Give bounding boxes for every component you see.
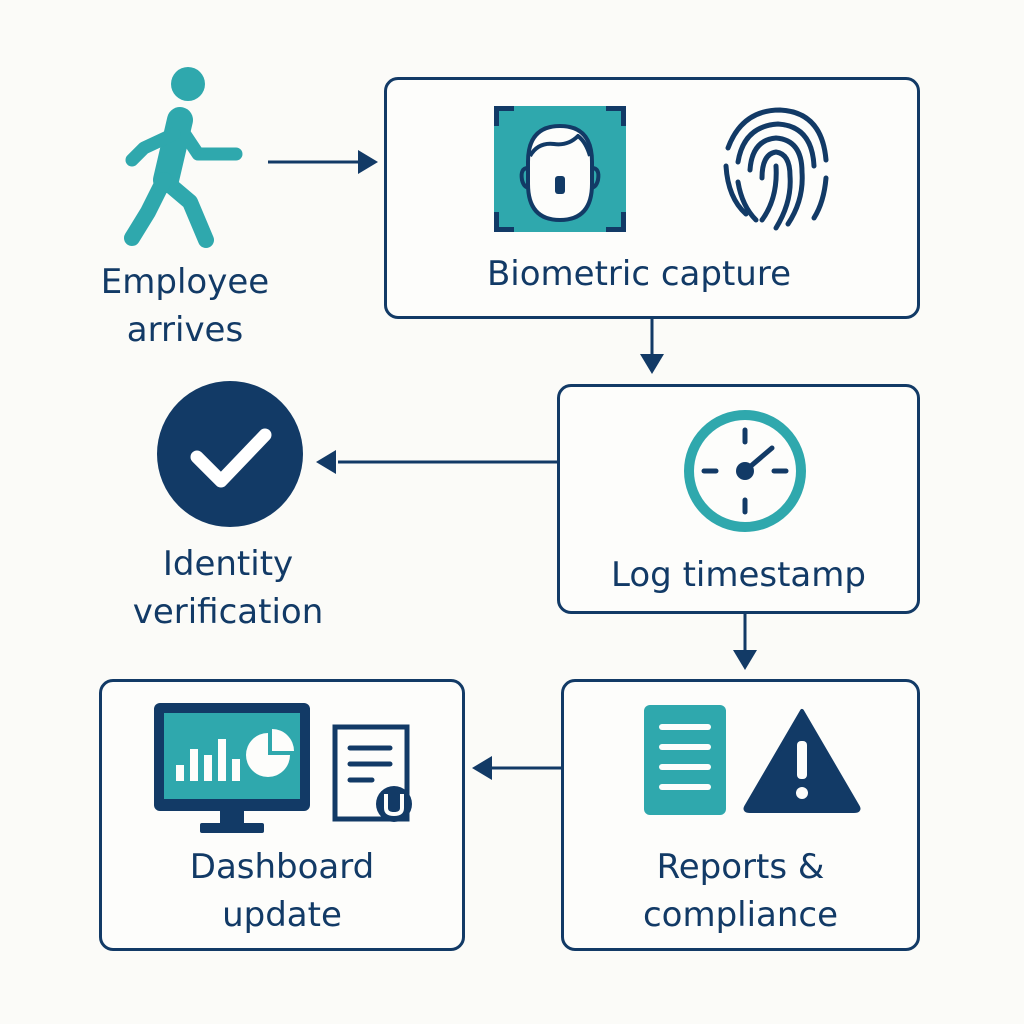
monitor-chart-icon [154,703,310,833]
identity-verification-label: Identity verification [132,544,324,632]
clock-icon [684,410,806,532]
warning-triangle-icon [743,709,861,813]
employee-arrives-label: Employee arrives [100,262,270,350]
arrowhead-timestamp [640,354,664,374]
document-icon [644,705,726,815]
arrowhead-verify [316,450,336,474]
biometric-capture-label: Biometric capture [486,254,791,294]
biometric-capture-box [384,77,920,319]
fingerprint-icon [723,107,829,231]
arrowhead-reports [733,650,757,670]
arrowhead-capture [358,150,378,174]
reports-compliance-box [561,679,920,951]
face-scan-icon [494,106,626,232]
dashboard-update-label: Dashboard update [189,847,375,935]
checkmark-circle-icon [157,381,303,527]
log-timestamp-label: Log timestamp [611,555,866,595]
walking-person-icon [124,67,243,248]
reports-compliance-label: Reports & compliance [642,847,839,935]
arrowhead-dashboard [472,756,492,780]
report-document-icon [332,724,412,822]
